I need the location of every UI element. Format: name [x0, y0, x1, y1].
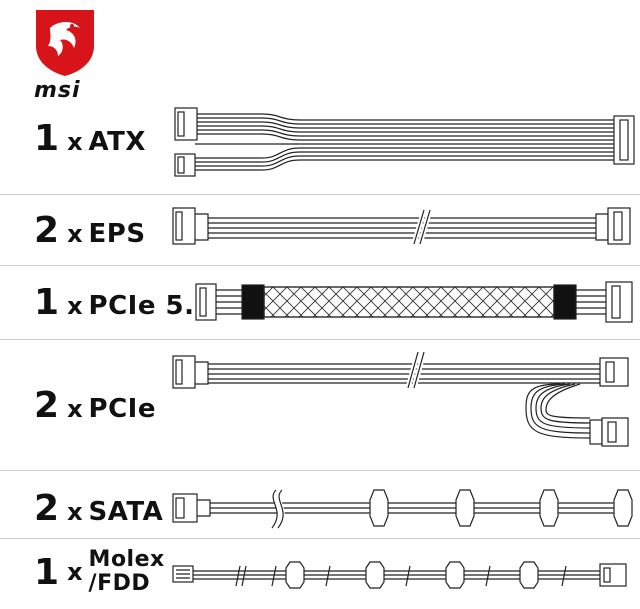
- cable-count: 1: [34, 118, 60, 159]
- cable-count: 1: [34, 282, 60, 323]
- cable-count: 1: [34, 551, 60, 593]
- row-divider: [0, 339, 640, 340]
- cable-name: ATX: [88, 127, 146, 157]
- eps-cable-icon: [172, 207, 631, 245]
- row-label-sata: 2 x SATA: [34, 488, 163, 529]
- row-label-pcie5: 1 x PCIe 5.0: [34, 282, 213, 323]
- cable-name-block: Molex /FDD: [89, 548, 165, 596]
- pcie5-cable-icon: [195, 281, 633, 323]
- cable-name: EPS: [88, 219, 146, 249]
- row-divider: [0, 265, 640, 266]
- row-label-molex: 1 x Molex /FDD: [34, 548, 165, 596]
- row-divider: [0, 194, 640, 195]
- cable-count: 2: [34, 488, 60, 529]
- cable-name: SATA: [88, 497, 164, 527]
- molex-fdd-cable-icon: [172, 561, 627, 589]
- cable-name: PCIe: [88, 394, 156, 424]
- msi-dragon-shield-logo: [30, 6, 100, 102]
- multiply-sign: x: [67, 220, 83, 248]
- sata-cable-icon: [172, 487, 633, 531]
- cable-name-line1: Molex: [88, 547, 165, 572]
- row-label-eps: 2 x EPS: [34, 210, 146, 251]
- row-divider: [0, 538, 640, 539]
- row-label-atx: 1 x ATX: [34, 118, 146, 159]
- multiply-sign: x: [67, 128, 83, 156]
- row-divider: [0, 470, 640, 471]
- row-label-pcie: 2 x PCIe: [34, 385, 156, 426]
- cable-name: PCIe 5.0: [88, 291, 214, 321]
- pcie-cable-icon: [172, 351, 629, 447]
- cable-count: 2: [34, 385, 60, 426]
- multiply-sign: x: [67, 292, 83, 320]
- multiply-sign: x: [67, 395, 83, 423]
- multiply-sign: x: [67, 558, 83, 586]
- multiply-sign: x: [67, 498, 83, 526]
- atx-cable-icon: [174, 107, 635, 177]
- brand-wordmark: msi: [34, 78, 81, 103]
- cable-count: 2: [34, 210, 60, 251]
- cable-name-line2: /FDD: [88, 571, 151, 596]
